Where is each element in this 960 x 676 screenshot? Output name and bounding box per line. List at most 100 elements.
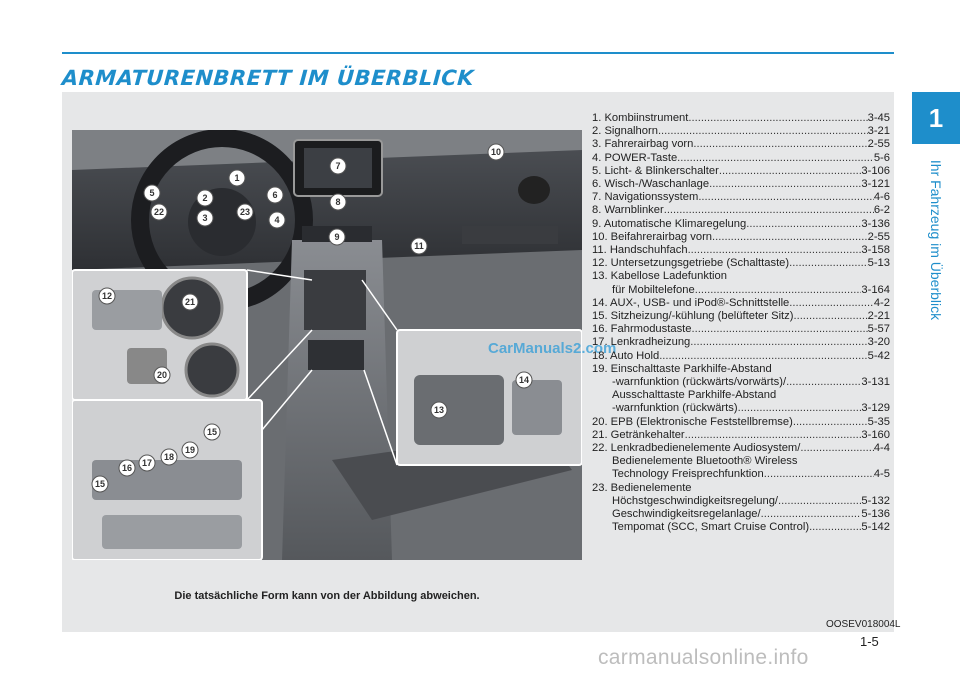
callout-number: 18 [164,452,174,462]
list-item: -warnfunktion (rückwärts/vorwärts)/3-131 [592,376,890,389]
callout-number: 17 [142,458,152,468]
list-item: 14. AUX-, USB- und iPod®-Schnittstelle4-… [592,297,890,310]
callout-number: 11 [414,241,424,251]
figure-caption: Die tatsächliche Form kann von der Abbil… [174,590,480,602]
list-item-page: 3-21 [867,125,890,138]
list-item: 11. Handschuhfach 3-158 [592,244,890,257]
callout-marker [138,454,156,472]
leader-dots [693,138,867,151]
list-item: 5. Licht- & Blinkerschalter3-106 [592,165,890,178]
list-item-label: -warnfunktion (rückwärts) [612,402,738,415]
list-item-label: 21. Getränkehalter [592,428,685,441]
list-item-label: für Mobiltelefone [612,283,695,296]
list-item-page: 5-42 [867,349,890,362]
list-item-page: 3-129 [861,402,890,415]
callout-marker [118,459,136,477]
list-item: 10. Beifahrerairbag vorn2-55 [592,231,890,244]
leader-dots [764,468,874,481]
callout-marker [329,157,347,175]
list-item-page: 2-21 [867,310,890,323]
list-item-label: -warnfunktion (rückwärts/vorwärts)/ [612,376,787,389]
figure-code: OOSEV018004L [826,619,901,630]
leader-dots [789,257,867,270]
list-item-label: 22. Lenkradbedienelemente Audiosystem/ [592,442,801,455]
leader-dots [786,376,861,389]
list-item: 8. Warnblinker6-2 [592,204,890,217]
list-item-label: 5. Licht- & Blinkerschalter [592,164,719,177]
list-item: 1. Kombiinstrument3-45 [592,112,890,125]
list-item-page: 4-5 [873,468,890,481]
callout-marker [266,186,284,204]
callout-number: 22 [154,207,164,217]
callout-number: 15 [95,479,105,489]
leader-dots [690,336,867,349]
list-item-page: 4-2 [873,296,890,309]
callout-marker [196,209,214,227]
list-item-label: 7. Navigationssystem [592,191,699,204]
list-item: 18. Auto Hold 5-42 [592,350,890,363]
list-item: Tempomat (SCC, Smart Cruise Control)5-14… [592,521,890,534]
leader-dots [664,204,874,217]
list-item-page: 5-57 [867,323,890,336]
list-item-label: 3. Fahrerairbag vorn [592,138,694,151]
callout-marker [487,143,505,161]
callout-marker [153,366,171,384]
callout-number: 16 [122,463,132,473]
list-item-label: 11. Handschuhfach [592,244,688,257]
callout-number: 3 [202,213,207,223]
list-item-page: 5-136 [861,508,890,521]
footer-watermark: carmanualsonline.info [598,646,809,669]
callout-marker [228,169,246,187]
list-item-label: 9. Automatische Klimaregelung [592,217,747,230]
leader-dots [677,152,874,165]
chapter-tab: 1 [912,92,960,144]
callout-number: 23 [240,207,250,217]
leader-dots [659,350,867,363]
callout-number: 9 [334,232,339,242]
list-item-label: 19. Einschalttaste Parkhilfe-Abstand [592,362,772,375]
list-item-label: Technology Freisprechfunktion [612,468,764,481]
list-item-page: 3-160 [861,428,890,441]
leader-dots [658,125,868,138]
list-item-page: 5-35 [867,415,890,428]
leader-dots [692,323,868,336]
leader-dots [746,218,861,231]
list-item: Ausschalttaste Parkhilfe-Abstand [592,389,890,402]
list-item: 22. Lenkradbedienelemente Audiosystem/4-… [592,442,890,455]
list-item-page: 3-121 [861,178,890,191]
list-item: Technology Freisprechfunktion 4-5 [592,468,890,481]
callout-number: 7 [335,161,340,171]
callout-marker [515,371,533,389]
callout-marker [98,287,116,305]
list-item-label: 13. Kabellose Ladefunktion [592,270,727,283]
list-item-label: 18. Auto Hold [592,349,660,362]
callout-marker [143,184,161,202]
list-item-label: Bedienelemente Bluetooth® Wireless [612,455,798,468]
callout-number: 10 [491,147,501,157]
list-item-label: Geschwindigkeitsregelanlage/ [612,508,761,521]
callout-marker [160,448,178,466]
list-item-label: 15. Sitzheizung/-kühlung (belüfteter Sit… [592,310,794,323]
leader-dots [761,508,862,521]
list-item: 19. Einschalttaste Parkhilfe-Abstand [592,363,890,376]
list-item-page: 3-45 [867,112,890,124]
callout-marker [268,211,286,229]
leader-dots [685,429,862,442]
list-item-page: 3-158 [861,244,890,257]
list-item: Geschwindigkeitsregelanlage/5-136 [592,508,890,521]
list-item: 16. Fahrmodustaste5-57 [592,323,890,336]
callout-number: 5 [149,188,154,198]
callout-number: 21 [185,297,195,307]
leader-dots [793,310,867,323]
list-item-page: 5-13 [867,257,890,270]
list-item: 6. Wisch-/Waschanlage3-121 [592,178,890,191]
list-item: 9. Automatische Klimaregelung 3-136 [592,218,890,231]
callout-number: 19 [185,445,195,455]
list-item-page: 3-20 [867,336,890,349]
callout-number: 13 [434,405,444,415]
leader-dots [709,178,861,191]
list-item-page: 3-136 [861,217,890,230]
leader-dots [793,416,868,429]
